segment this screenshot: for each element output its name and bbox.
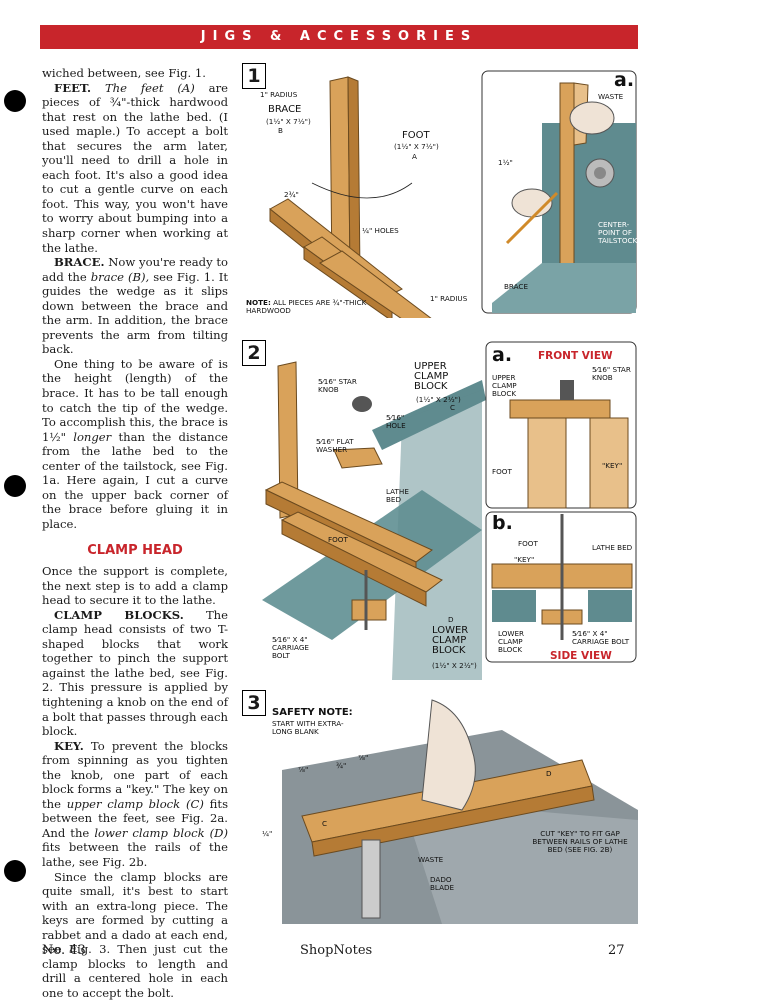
label-sv-lower: LOWER CLAMP BLOCK xyxy=(498,629,525,654)
front-view-title: FRONT VIEW xyxy=(538,350,613,362)
label-hole: 5⁄16" HOLE xyxy=(386,413,406,430)
label-fv-upper: UPPER CLAMP BLOCK xyxy=(492,373,517,398)
footer-issue: No. 43 xyxy=(42,943,86,958)
label-sv-lathe: LATHE BED xyxy=(592,543,633,552)
label-dado-blade: DADO BLADE xyxy=(430,875,455,892)
label-washer: 5⁄16" FLAT WASHER xyxy=(316,437,354,454)
tag-a: A xyxy=(412,152,417,161)
label-cut-key: CUT "KEY" TO FIT GAP BETWEEN RAILS OF LA… xyxy=(532,829,628,854)
italic-term: brace (B), xyxy=(90,269,150,284)
label-side-dim: 2¾" xyxy=(284,190,299,199)
section-header: JIGS & ACCESSORIES xyxy=(40,25,638,49)
paragraph-text: see Fig. 1. It guides the wedge as it sl… xyxy=(42,269,229,357)
note: NOTE: ALL PIECES ARE ¾"-THICK HARDWOOD xyxy=(246,299,386,315)
article-paragraph: CLAMP BLOCKS. The clamp head consists of… xyxy=(42,608,228,739)
article-paragraph: Since the clamp blocks are quite small, … xyxy=(42,869,228,1000)
article-paragraph: BRACE. Now you're ready to add the brace… xyxy=(42,255,228,357)
tag-c: C xyxy=(322,819,328,828)
label-dim-78b: ⅞" xyxy=(358,753,369,762)
label-center-point: CENTER-POINT OF TAILSTOCK xyxy=(598,220,638,245)
label-star-knob: 5⁄16" STAR KNOB xyxy=(318,377,357,394)
binder-hole xyxy=(4,860,26,882)
label-holes: ¼" HOLES xyxy=(362,226,399,235)
label-carriage-bolt: 5⁄16" x 4" CARRIAGE BOLT xyxy=(272,635,309,660)
label-brace-dim: (1½" x 7½") xyxy=(266,117,311,126)
note-bold: NOTE: xyxy=(246,298,271,307)
section-header-title: JIGS & ACCESSORIES xyxy=(200,29,478,44)
safety-note-title: SAFETY NOTE: xyxy=(272,707,353,718)
label-dim-78: ⅞" xyxy=(298,765,309,774)
article-paragraph: Once the support is complete, the next s… xyxy=(42,564,228,608)
section-title: CLAMP HEAD xyxy=(87,542,183,558)
paragraph-text: fits between the feet, see Fig. 2a. And … xyxy=(42,796,229,840)
footer-magazine: ShopNotes xyxy=(300,943,373,958)
label-dim-detail: 1½" xyxy=(498,158,513,167)
label-fv-key: "KEY" xyxy=(602,461,623,470)
label-foot-dim: (1½" x 7½") xyxy=(394,142,439,151)
keyword-clamp-blocks: CLAMP BLOCKS. xyxy=(54,607,184,622)
label-foot: FOOT xyxy=(402,130,430,141)
figure-3-illustration xyxy=(242,690,638,924)
italic-term: lower clamp block (D) xyxy=(94,825,228,840)
detail-a-letter: a. xyxy=(614,69,635,91)
label-fv-star: 5⁄16" STAR KNOB xyxy=(592,365,631,382)
label-radius-top: 1" RADIUS xyxy=(260,90,298,99)
label-waste: WASTE xyxy=(598,92,624,101)
label-fv-foot: FOOT xyxy=(492,467,512,476)
figure-number: 2 xyxy=(242,340,266,366)
figure-2: 2 5⁄16" STAR KNOB UPPER CLAMP BLOCK (1½"… xyxy=(242,340,638,680)
paragraph-text: The clamp head consists of two T-shaped … xyxy=(42,607,228,739)
figure-1: 1 1" RADIUS BRACE (1½" x 7½") B FOOT (1½… xyxy=(242,63,638,318)
article-paragraph: FEET. The feet (A) are pieces of ¾"-thic… xyxy=(42,81,228,256)
label-dim-14: ¼" xyxy=(262,829,273,838)
keyword-feet: FEET. xyxy=(54,80,92,95)
binder-hole xyxy=(4,475,26,497)
label-upper-dim: (1½" x 2½") xyxy=(416,395,461,404)
label-lathe-bed: LATHE BED xyxy=(386,487,409,504)
figure-1-illustration xyxy=(242,63,638,318)
label-sv-foot: FOOT xyxy=(518,539,538,548)
italic-term: longer xyxy=(73,429,112,444)
label-upper-clamp: UPPER CLAMP BLOCK xyxy=(414,361,449,392)
keyword-key: KEY. xyxy=(54,738,84,753)
label-waste: WASTE xyxy=(418,855,444,864)
label-brace: BRACE xyxy=(268,104,302,115)
italic-term: upper clamp block (C) xyxy=(66,796,204,811)
figure-2-illustration xyxy=(242,340,638,680)
note-text: ALL PIECES ARE ¾"-THICK HARDWOOD xyxy=(246,298,367,315)
article-column: wiched between, see Fig. 1. FEET. The fe… xyxy=(42,66,228,1000)
label-radius-bottom: 1" RADIUS xyxy=(430,294,468,303)
safety-note-text: START WITH EXTRA-LONG BLANK xyxy=(272,719,344,736)
label-lower-clamp: LOWER CLAMP BLOCK xyxy=(432,625,469,656)
article-paragraph: wiched between, see Fig. 1. xyxy=(42,66,206,80)
label-foot: FOOT xyxy=(328,535,348,544)
article-paragraph: One thing to be aware of is the height (… xyxy=(42,357,228,532)
label-sv-carriage: 5⁄16" x 4" CARRIAGE BOLT xyxy=(572,629,630,646)
detail-b-letter: b. xyxy=(492,512,513,534)
label-sv-key: "KEY" xyxy=(514,555,535,564)
footer-page-number: 27 xyxy=(608,943,625,958)
paragraph-text: To prevent the blocks from spinning as y… xyxy=(42,738,229,811)
tag-b: B xyxy=(278,126,283,135)
tag-d: D xyxy=(448,615,454,624)
paragraph-text: are pieces of ¾"-thick hardwood that res… xyxy=(42,80,228,255)
figure-number: 1 xyxy=(242,63,266,89)
figure-number: 3 xyxy=(242,690,266,716)
paragraph-text: than the distance from the lathe bed to … xyxy=(42,429,229,531)
italic-term: The feet (A) xyxy=(104,80,195,95)
label-brace-detail: BRACE xyxy=(504,282,528,291)
article-paragraph: KEY. To prevent the blocks from spinning… xyxy=(42,739,228,870)
paragraph-text: Now you're ready to add the xyxy=(42,255,228,284)
tag-c: C xyxy=(450,403,456,412)
tag-d: D xyxy=(546,769,552,778)
label-lower-dim: (1½" x 2½") xyxy=(432,661,477,670)
binder-hole xyxy=(4,90,26,112)
side-view-title: SIDE VIEW xyxy=(550,650,612,662)
label-dim-34: ¾" xyxy=(336,761,347,770)
detail-a-letter: a. xyxy=(492,344,513,366)
paragraph-text: fits between the rails of the lathe, see… xyxy=(42,840,228,869)
paragraph-text: One thing to be aware of is the height (… xyxy=(42,356,228,444)
keyword-brace: BRACE. xyxy=(54,255,105,270)
figure-3: 3 SAFETY NOTE: START WITH EXTRA-LONG BLA… xyxy=(242,690,638,924)
